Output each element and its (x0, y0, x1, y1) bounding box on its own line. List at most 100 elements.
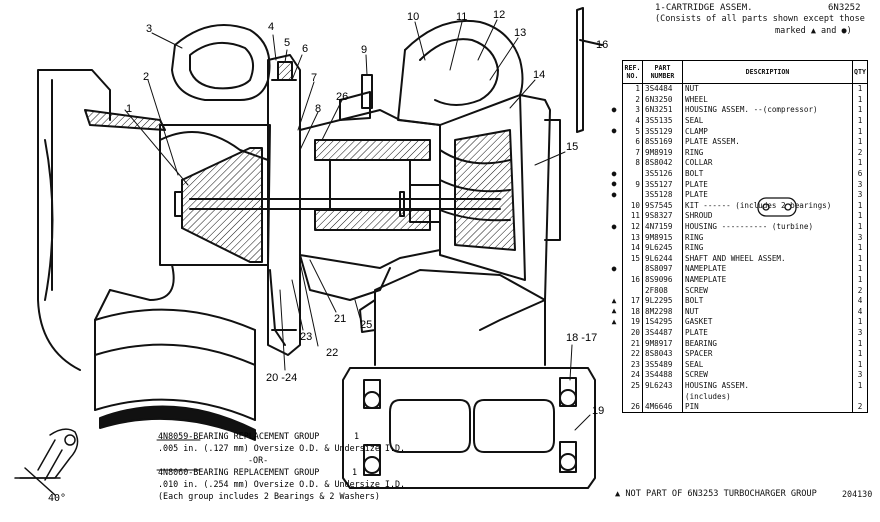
clip-detail (14, 428, 79, 496)
col-desc-header: DESCRIPTION (682, 60, 853, 84)
qty-cell: 3 (852, 179, 868, 190)
qty-cell: 2 (852, 147, 868, 159)
description-cell: KIT ------ (includes 2 bearings) (682, 200, 853, 212)
qty-cell: 1 (852, 158, 868, 169)
part-number-cell: 3S5126 (642, 168, 683, 180)
part-number-cell: 9M8919 (642, 147, 683, 159)
qty-cell: 3 (852, 370, 868, 381)
ref-number: 12 (630, 222, 640, 232)
ref-cell: ▲17 (612, 295, 643, 307)
ref-cell (622, 285, 643, 296)
qty-cell: 3 (852, 327, 868, 339)
ref-cell: 25 (622, 380, 643, 392)
part-number-cell: 3S5135 (642, 115, 683, 127)
ref-number: 2 (635, 94, 640, 104)
row-mark: ● (611, 221, 617, 231)
part-number-cell: 3S5127 (642, 179, 683, 190)
callout-11: 11 (456, 11, 468, 23)
part-number-cell: 8S8042 (642, 158, 683, 169)
row-mark: ● (611, 168, 617, 178)
part-number-cell: 1S4295 (642, 317, 683, 328)
ref-number: 13 (630, 232, 640, 242)
part-number-cell: 8S8043 (642, 348, 683, 360)
ref-number: 16 (630, 274, 640, 284)
bearing-note-line1: 4N8059-BEARING REPLACEMENT GROUP (158, 431, 320, 441)
part-number-cell: 3S5489 (642, 359, 683, 371)
ref-number: 11 (630, 211, 640, 221)
row-mark: ▲ (611, 317, 617, 327)
description-cell: COLLAR (682, 158, 853, 169)
qty-cell: 2 (852, 401, 868, 414)
callout-26: 26 (336, 91, 349, 103)
bearing-note-ref-b: 1 (352, 467, 358, 477)
ref-number: 25 (630, 380, 640, 390)
description-cell: (includes) (682, 391, 853, 402)
part-number-cell: 9S7545 (642, 200, 683, 212)
description-cell: SCREW (682, 285, 853, 296)
description-cell: NAMEPLATE (682, 264, 853, 275)
callout-20-24: 20 -24 (266, 372, 298, 384)
angle-label: 40° (48, 493, 67, 504)
part-number-cell: 9M8917 (642, 338, 683, 349)
ref-cell: ▲18 (612, 306, 643, 318)
ref-cell: 15 (622, 253, 643, 265)
ref-number: 26 (630, 402, 640, 412)
cartridge-note-line2: marked ▲ and ●) (775, 26, 852, 36)
part-number-cell: 2F808 (642, 285, 683, 296)
ref-cell: 2 (622, 94, 643, 106)
ref-cell: 22 (622, 348, 643, 360)
ref-number: 4 (635, 116, 640, 126)
description-cell: PLATE ASSEM. (682, 136, 853, 148)
row-mark: ▲ (611, 295, 617, 305)
ref-number: 3 (635, 105, 640, 115)
qty-cell: 1 (852, 380, 868, 392)
description-cell: PIN (682, 401, 853, 414)
callout-22: 22 (326, 347, 339, 359)
qty-cell: 6 (852, 168, 868, 180)
ref-cell: ●5 (612, 126, 643, 137)
qty-cell: 4 (852, 295, 868, 307)
callout-2: 2 (143, 71, 150, 83)
ref-cell: 6 (622, 136, 643, 148)
ref-cell: 4 (622, 115, 643, 127)
ref-cell: ● 12 (612, 221, 643, 233)
qty-cell: 3 (852, 232, 868, 243)
part-number-cell: 3S4484 (642, 83, 683, 95)
qty-cell: 1 (852, 253, 868, 265)
col-part-header: PART NUMBER (642, 60, 683, 84)
qty-cell: 1 (852, 264, 868, 275)
part-number-cell: 6N3251 (642, 105, 683, 116)
nameplate (576, 7, 603, 133)
description-cell: RING (682, 242, 853, 254)
ref-number: 21 (630, 338, 640, 348)
part-number-cell: 3S5129 (642, 126, 683, 137)
callout-25: 25 (360, 319, 373, 331)
ref-number: 15 (630, 253, 640, 263)
ref-cell: 11 (622, 211, 643, 222)
description-cell: SEAL (682, 115, 853, 127)
ref-number: 19 (630, 317, 640, 327)
part-number-cell: 3S5128 (642, 189, 683, 201)
turbine-housing (397, 19, 561, 331)
qty-cell: 1 (852, 338, 868, 349)
part-number-cell: 8S9096 (642, 274, 683, 286)
qty-cell: 1 (852, 211, 868, 222)
qty-cell: 1 (852, 200, 868, 212)
part-number-cell: 8S5169 (642, 136, 683, 148)
